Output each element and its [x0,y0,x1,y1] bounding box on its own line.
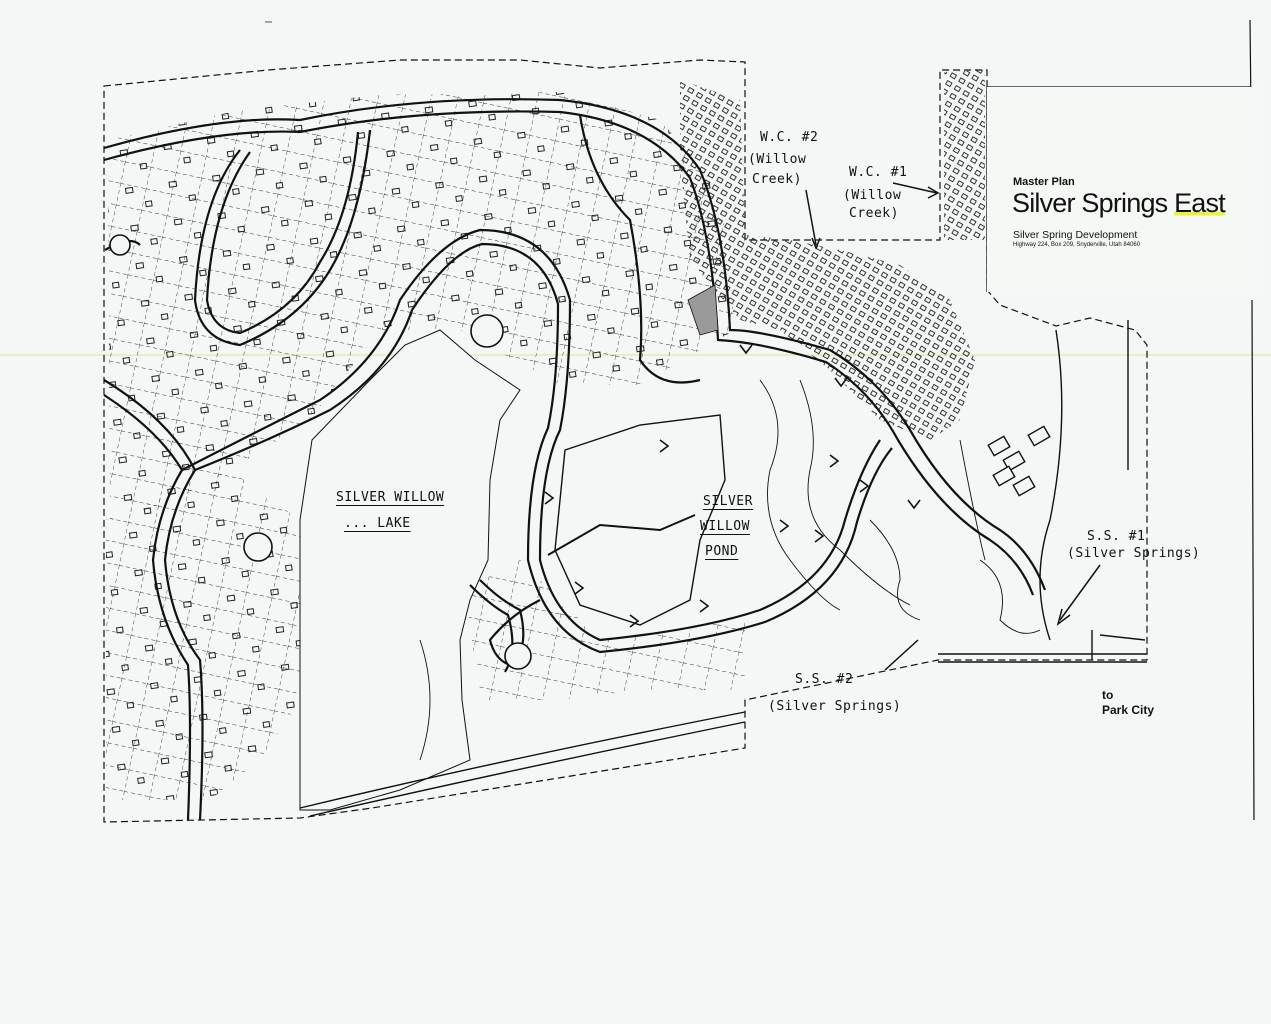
lot-area-south-center [465,560,745,700]
developer-name: Silver Spring Development [1013,229,1138,241]
direction-line1: to [1102,688,1114,702]
houses-north [108,92,735,520]
pointer-arrows [805,182,1101,671]
developer-address: Highway 224, Box 209, Snyderville, Utah … [1013,242,1141,248]
map-title: Silver Springs East [1012,188,1226,219]
pond-divider [547,514,696,556]
lake-label-line1: SILVER WILLOW [336,490,445,505]
cul-de-sacs [109,234,532,670]
ss1-id: S.S. #1 [1087,529,1146,544]
lake-label-line2: ... LAKE [344,516,411,531]
dense-housing-willow-creek [680,80,975,440]
hatched-parcel [687,284,719,336]
wc2-line2: Creek) [752,172,802,187]
wc2-id: W.C. #2 [760,130,819,145]
silver-willow-lake [299,329,521,811]
pond-label-line3: POND [705,544,739,559]
pond-label-line2: WILLOW [700,519,750,534]
direction-line2: Park City [1102,703,1155,717]
ss2-name: (Silver Springs) [768,699,902,714]
wc2-line1: (Willow [748,152,807,167]
map-boundary [103,59,1148,823]
map-title-main: Silver Springs [1012,188,1175,218]
master-plan-label: Master Plan [1013,176,1075,188]
map-title-highlight: East [1174,188,1226,218]
contour-lines [419,379,1041,761]
wc1-id: W.C. #1 [849,165,908,180]
main-roads [103,98,1047,821]
wc1-line1: (Willow [843,188,902,203]
highway [299,320,1147,817]
chevron-markers [544,344,921,628]
silver-willow-pond [554,414,726,626]
pond-label-line1: SILVER [703,494,753,509]
ss2-id: S.S. #2 [795,672,854,687]
ss1-name: (Silver Springs) [1067,546,1201,561]
dense-housing-east-strip [944,70,985,240]
direction-label: to Park City [1102,688,1154,718]
wc1-line2: Creek) [849,206,899,221]
condo-buildings [987,425,1051,497]
